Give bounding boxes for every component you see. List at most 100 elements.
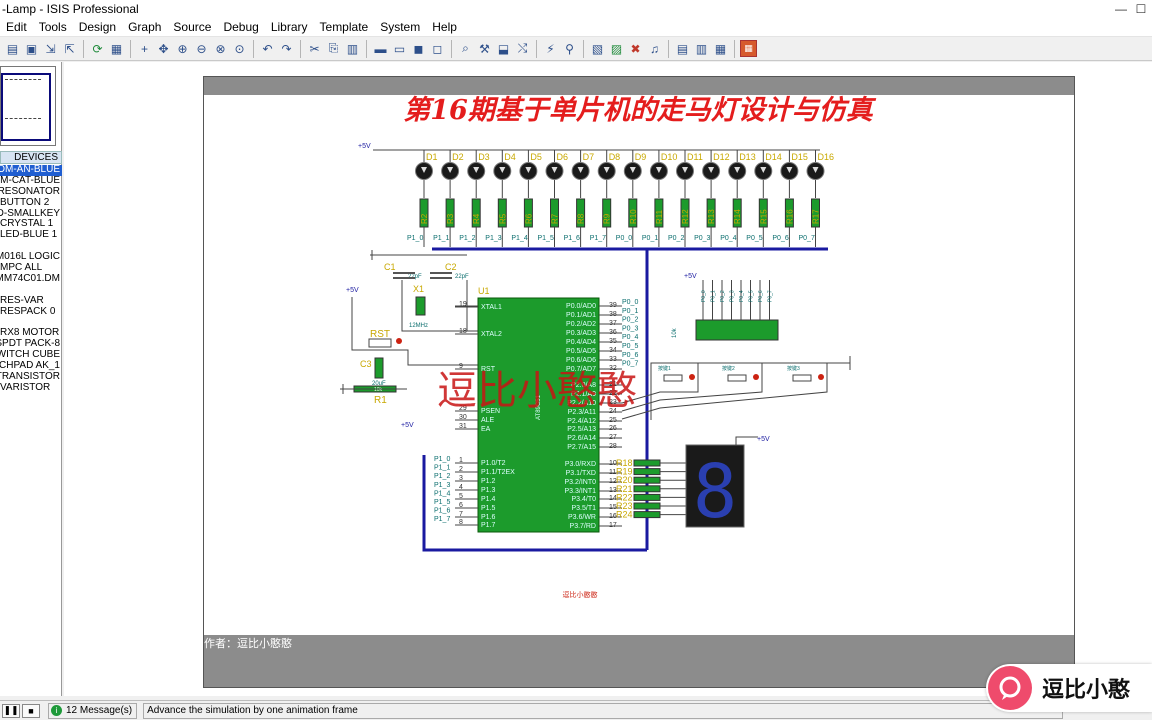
ares-button[interactable]: ▤ <box>674 40 691 57</box>
device-item[interactable]: RES MM74C01.DM <box>0 274 62 285</box>
menu-help[interactable]: Help <box>432 19 457 34</box>
open-button[interactable]: ▤ <box>4 40 21 57</box>
toolbar-separator <box>253 39 254 58</box>
menu-source[interactable]: Source <box>173 19 212 34</box>
device-item[interactable]: CAP KEYPAD-SMALLKEY <box>0 209 62 220</box>
device-item[interactable]: 7SEG-COM-AN-BLUE <box>0 165 62 176</box>
device-item[interactable] <box>0 285 62 296</box>
resistor-ref: R12 <box>681 209 690 224</box>
zoom-area-button[interactable]: ⊙ <box>231 40 248 57</box>
redo-button[interactable]: ↷ <box>278 40 295 57</box>
report-icon: ▥ <box>695 41 708 56</box>
device-item[interactable]: RESPACK 0 <box>0 307 62 318</box>
button-wire <box>621 363 828 420</box>
report-button[interactable]: ▥ <box>693 40 710 57</box>
schematic-drawing[interactable]: 第16期基于单片机的走马灯设计与仿真+5VD1R2P1_0D2R3P1_1D3R… <box>64 62 1152 696</box>
seg-resistor-ref: R22 <box>616 492 633 502</box>
device-item[interactable]: MPC ALL <box>0 263 62 274</box>
menu-graph[interactable]: Graph <box>128 19 162 34</box>
minimize-button[interactable]: — <box>1115 2 1127 16</box>
led-symbol <box>812 167 819 173</box>
overview-window[interactable] <box>0 66 56 146</box>
watermark-text: 逗比小憨憨 <box>437 368 637 414</box>
mcu-pin-name: P2.7/A15 <box>567 444 596 451</box>
device-item[interactable]: AT89C51 RESONATOR <box>0 187 62 198</box>
seg-resistor-body <box>633 511 661 519</box>
mcu-pin-num: 31 <box>459 423 467 430</box>
make-device-button[interactable]: ⚒ <box>476 40 493 57</box>
device-item[interactable]: SWITCH CUBE <box>0 350 62 361</box>
zoom-in-button[interactable]: ⊕ <box>174 40 191 57</box>
pick-device-button[interactable]: ⌕ <box>457 40 474 57</box>
device-list[interactable]: 7SEG-COM-AN-BLUE7SEG-COM-CAT-BLUEAT89C51… <box>0 165 62 394</box>
wire-autoroute-button[interactable]: ⚡ <box>542 40 559 57</box>
device-item[interactable]: TOUCHPAD AK_1 <box>0 361 62 372</box>
close-button[interactable]: ✕ <box>1144 0 1152 18</box>
p0-net-label: P0_2 <box>622 317 638 324</box>
message-counter[interactable]: i 12 Message(s) <box>48 702 138 719</box>
menu-design[interactable]: Design <box>78 19 117 34</box>
device-item[interactable]: VARISTOR <box>0 383 62 394</box>
device-item[interactable]: SW-SPDT PACK-8 <box>0 339 62 350</box>
decompose-button[interactable]: ⤭ <box>514 40 531 57</box>
pick-device-icon: ⌕ <box>462 41 469 55</box>
copy-button[interactable]: ⎘ <box>325 40 342 57</box>
mcu-pin-name: XTAL2 <box>481 331 502 338</box>
menu-tools[interactable]: Tools <box>38 19 67 34</box>
refresh-button[interactable]: ⟳ <box>89 40 106 57</box>
device-item[interactable]: TRANSISTOR <box>0 372 62 383</box>
pan-button[interactable]: ✥ <box>155 40 172 57</box>
led-ref: D3 <box>478 152 490 162</box>
device-item[interactable] <box>0 241 62 252</box>
paste-button[interactable]: ▥ <box>344 40 361 57</box>
bill-button[interactable]: ▦ <box>712 40 729 57</box>
grid-button[interactable]: ▦ <box>108 40 125 57</box>
mcu-pin-name: P0.6/AD6 <box>566 357 596 364</box>
seg-resistor-ref: R24 <box>616 510 633 520</box>
refresh-icon: ⟳ <box>92 41 103 56</box>
stop-button[interactable]: ■ <box>22 703 40 718</box>
html-export-button[interactable]: ▦ <box>740 40 757 57</box>
search-button[interactable]: ⚲ <box>561 40 578 57</box>
block-copy-button[interactable]: ▬ <box>372 40 389 57</box>
origin-button[interactable]: + <box>136 40 153 57</box>
mcu-pin-name: P2.4/A12 <box>567 418 596 425</box>
device-item[interactable]: RES-VAR <box>0 296 62 307</box>
r1-ref: R1 <box>374 395 387 406</box>
erc-button[interactable]: ♫ <box>646 40 663 57</box>
packaging-button[interactable]: ⬓ <box>495 40 512 57</box>
menu-template[interactable]: Template <box>319 19 369 34</box>
device-item[interactable] <box>0 317 62 328</box>
pause-button[interactable]: ❚❚ <box>2 703 20 718</box>
block-move-button[interactable]: ▭ <box>391 40 408 57</box>
sheet-bottom-border <box>204 635 1074 687</box>
undo-button[interactable]: ↶ <box>259 40 276 57</box>
cut-button[interactable]: ✂ <box>306 40 323 57</box>
import-button[interactable]: ⇲ <box>42 40 59 57</box>
device-item[interactable]: LM016L LOGIC <box>0 252 62 263</box>
device-item[interactable]: RX8 MOTOR <box>0 328 62 339</box>
menu-debug[interactable]: Debug <box>223 19 259 34</box>
device-item[interactable]: 7SEG-COM-CAT-BLUE <box>0 176 62 187</box>
save-button[interactable]: ▣ <box>23 40 40 57</box>
block-delete-button[interactable]: ◻ <box>429 40 446 57</box>
maximize-button[interactable]: ☐ <box>1135 2 1147 16</box>
menu-library[interactable]: Library <box>270 19 308 34</box>
bom-button[interactable]: ✖ <box>627 40 644 57</box>
menu-edit[interactable]: Edit <box>6 19 27 34</box>
device-item[interactable]: CRYSTAL 1 <box>0 219 62 230</box>
block-rotate-button[interactable]: ◼ <box>410 40 427 57</box>
button-indicator <box>818 374 824 380</box>
zoom-all-button[interactable]: ⊗ <box>212 40 229 57</box>
zoom-out-button[interactable]: ⊖ <box>193 40 210 57</box>
export-button[interactable]: ⇱ <box>61 40 78 57</box>
menu-system[interactable]: System <box>380 19 421 34</box>
device-item-label: MPC ALL <box>0 263 43 274</box>
seg-resistor-body <box>633 493 661 501</box>
device-item[interactable]: LED-BLUE 1 <box>0 230 62 241</box>
property-button[interactable]: ▧ <box>589 40 606 57</box>
netlist-button[interactable]: ▨ <box>608 40 625 57</box>
device-item[interactable]: BUTTON 2 <box>0 198 62 209</box>
net-label: P0_7 <box>799 235 815 242</box>
